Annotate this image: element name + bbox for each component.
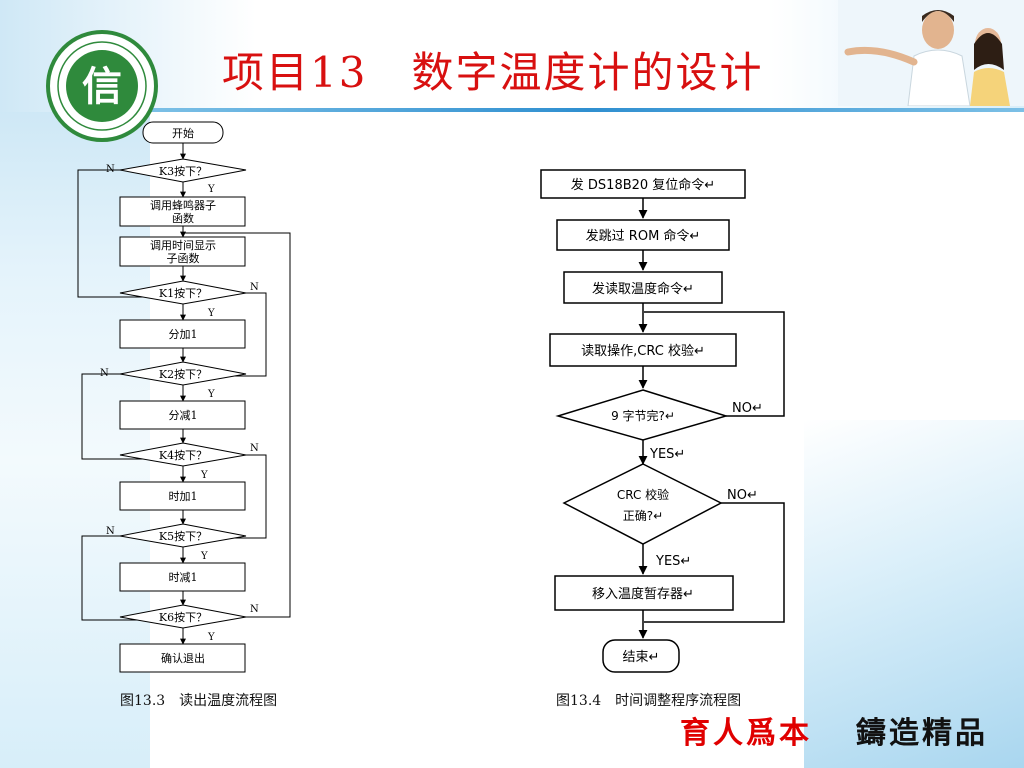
label-n-k3: N xyxy=(106,164,115,175)
decision-crc-line1: CRC 校验 xyxy=(617,487,669,502)
time-adjust-flowchart: 发 DS18B20 复位命令↵ 发跳过 ROM 命令↵ 发读取温度命令↵ 读取操… xyxy=(540,169,785,673)
header-rule xyxy=(150,108,1024,112)
label-n-k6: N xyxy=(250,604,259,615)
slide-title: 项目13 数字温度计的设计 xyxy=(222,48,764,97)
decision-k5: K5按下？ xyxy=(159,529,207,543)
label-yes-2: YES↵ xyxy=(655,554,691,569)
call-buzzer-line2: 函数 xyxy=(172,212,194,225)
label-n-k2: N xyxy=(100,368,109,379)
label-y-k1: Y xyxy=(207,308,215,319)
step-skip-rom: 发跳过 ROM 命令↵ xyxy=(586,228,701,244)
minute-add: 分加1 xyxy=(169,328,198,341)
label-n-k5: N xyxy=(106,526,115,537)
flow-start: 开始 xyxy=(172,126,194,140)
step-move: 移入温度暂存器↵ xyxy=(592,586,694,602)
svg-text:信: 信 xyxy=(82,63,122,110)
hour-sub: 时减1 xyxy=(169,571,198,584)
call-buzzer-line1: 调用蜂鸣器子 xyxy=(150,198,216,212)
call-time-line2: 子函数 xyxy=(167,252,200,265)
caption-right: 图13.4 时间调整程序流程图 xyxy=(556,693,742,709)
step-read-temp-cmd: 发读取温度命令↵ xyxy=(592,281,694,297)
label-no-2: NO↵ xyxy=(727,488,758,503)
hour-add: 时加1 xyxy=(169,490,198,503)
background-right-swirl xyxy=(804,420,1024,768)
label-y-k2: Y xyxy=(207,389,215,400)
label-yes-1: YES↵ xyxy=(649,447,685,462)
slogan-red: 育人爲本 xyxy=(680,716,812,751)
step-end: 结束↵ xyxy=(623,650,660,665)
label-y-k5: Y xyxy=(200,551,208,562)
read-temperature-flowchart: 开始 K3按下？ N Y 调用蜂鸣器子 函数 调用时间显示 子函数 K1按下？ … xyxy=(77,121,291,673)
label-n-k4: N xyxy=(250,443,259,454)
decision-crc-line2: 正确?↵ xyxy=(623,509,663,523)
school-logo: 信 xyxy=(46,30,158,142)
slogan-black: 鑄造精品 xyxy=(856,716,988,751)
confirm-exit: 确认退出 xyxy=(161,651,205,665)
decision-k3: K3按下？ xyxy=(159,164,207,178)
decision-k6: K6按下？ xyxy=(159,610,207,624)
decision-k4: K4按下？ xyxy=(159,448,207,462)
people-photo xyxy=(838,0,1024,106)
call-time-line1: 调用时间显示 xyxy=(150,239,216,252)
label-no-1: NO↵ xyxy=(732,401,763,416)
caption-left: 图13.3 读出温度流程图 xyxy=(120,693,278,709)
step-reset: 发 DS18B20 复位命令↵ xyxy=(571,177,715,193)
label-n-k1: N xyxy=(250,282,259,293)
label-y-k3: Y xyxy=(207,184,215,195)
decision-nine-bytes: 9 字节完?↵ xyxy=(611,408,675,423)
label-y-k6: Y xyxy=(207,632,215,643)
decision-k2: K2按下？ xyxy=(159,367,207,381)
label-y-k4: Y xyxy=(200,470,208,481)
decision-k1: K1按下？ xyxy=(159,286,207,300)
minute-sub: 分减1 xyxy=(169,409,198,422)
step-read-op: 读取操作,CRC 校验↵ xyxy=(581,343,705,359)
